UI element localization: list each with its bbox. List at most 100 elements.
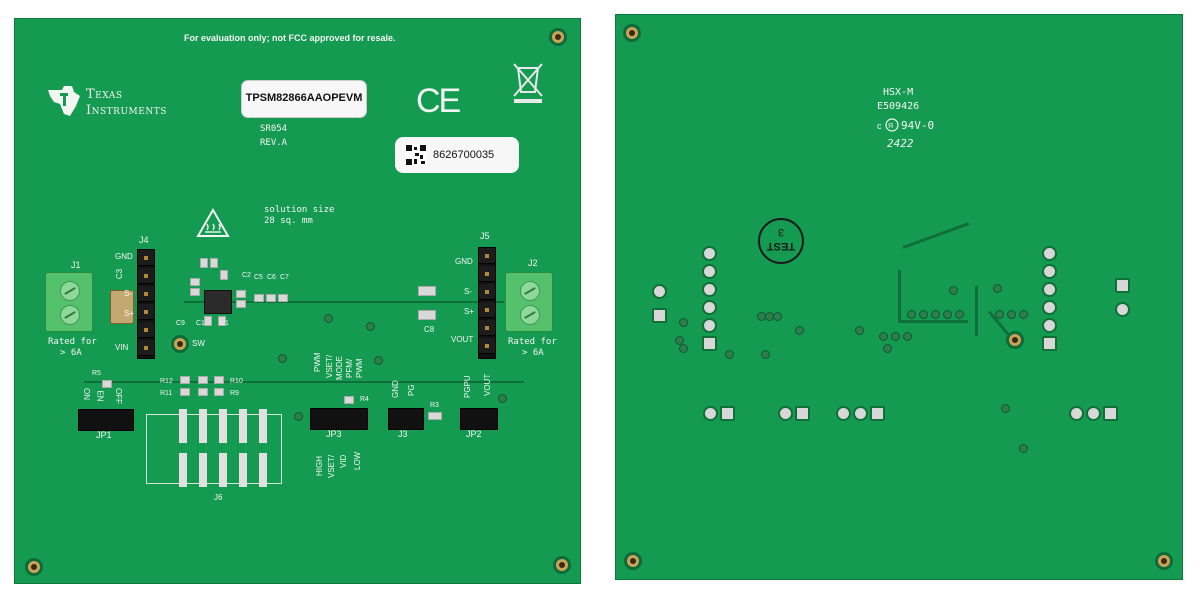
j4-pin-header[interactable] xyxy=(137,249,155,359)
c2-label: C2 xyxy=(242,272,251,279)
through-hole-pad xyxy=(853,406,868,421)
j4-pin-vin: VIN xyxy=(115,343,129,352)
via xyxy=(931,310,940,319)
via xyxy=(891,332,900,341)
via xyxy=(949,286,958,295)
test-stamp-text: TEST xyxy=(766,240,796,252)
via xyxy=(725,350,734,359)
through-hole-pad xyxy=(702,246,717,261)
r3-label: R3 xyxy=(430,402,439,409)
j2-screw-terminal[interactable] xyxy=(505,272,553,332)
serial-label: 8626700035 xyxy=(395,137,519,173)
smd-component xyxy=(214,388,224,396)
through-hole-pad xyxy=(1042,300,1057,315)
c9-label: C9 xyxy=(176,320,185,327)
rating-label-right: Rated for xyxy=(508,337,557,347)
via xyxy=(773,312,782,321)
via xyxy=(879,332,888,341)
through-hole-pad xyxy=(1042,336,1057,351)
serial-number: 8626700035 xyxy=(433,149,495,161)
logo-text-instruments: Instruments xyxy=(86,103,167,118)
c2-capacitor xyxy=(236,290,246,298)
c6-label: C6 xyxy=(267,274,276,281)
ul-marking-hsx: HSX-M xyxy=(883,87,914,98)
through-hole-pad xyxy=(720,406,735,421)
c1-capacitor xyxy=(204,316,212,326)
through-hole-pad xyxy=(778,406,793,421)
revision-label: REV.A xyxy=(260,138,288,148)
jp2-vout-label: VOUT xyxy=(483,373,492,396)
screw-icon xyxy=(520,305,540,325)
mounting-hole xyxy=(28,561,40,573)
jp1-jumper[interactable] xyxy=(78,409,134,431)
j6-label: J6 xyxy=(214,493,223,502)
via xyxy=(498,394,507,403)
jp2-pgpu-label: PGPU xyxy=(463,375,472,398)
through-hole-pad xyxy=(702,282,717,297)
via xyxy=(366,322,375,331)
weee-bin-icon xyxy=(513,63,543,103)
via xyxy=(855,326,864,335)
mounting-hole xyxy=(626,27,638,39)
through-hole-pad xyxy=(1042,318,1057,333)
via xyxy=(679,318,688,327)
j5-pin-gnd: GND xyxy=(455,257,473,266)
via xyxy=(955,310,964,319)
c7-capacitor xyxy=(278,294,288,302)
c8-capacitor xyxy=(418,310,436,320)
via xyxy=(919,310,928,319)
via xyxy=(995,310,1004,319)
smd-component xyxy=(180,388,190,396)
pcb-trace xyxy=(902,222,970,249)
through-hole-pad xyxy=(652,284,667,299)
jp3-vset2-label: VSET/ xyxy=(327,454,336,478)
ul-recognized-icon: c Я xyxy=(877,118,899,132)
c3-capacitor xyxy=(110,290,134,324)
ce-mark: CE xyxy=(416,82,461,120)
j6-connector-footprint xyxy=(146,409,282,487)
hot-surface-warning-icon xyxy=(196,208,230,237)
smd-component xyxy=(180,376,190,384)
mounting-hole xyxy=(552,31,564,43)
through-hole-pad xyxy=(702,264,717,279)
r9-label: R9 xyxy=(230,390,239,397)
jp3-label: JP3 xyxy=(326,429,342,439)
smd-component xyxy=(214,376,224,384)
jp3-high-label: HIGH xyxy=(315,456,324,476)
screw-icon xyxy=(60,281,80,301)
sw-test-point[interactable] xyxy=(174,338,186,350)
j3-gnd-label: GND xyxy=(391,380,400,398)
rating-value-right: > 6A xyxy=(522,348,544,358)
through-hole-pad xyxy=(870,406,885,421)
via xyxy=(943,310,952,319)
date-code: 2422 xyxy=(887,137,914,150)
ti-logo-icon xyxy=(48,86,80,116)
c5-label: C5 xyxy=(254,274,263,281)
c3-label: C3 xyxy=(115,268,125,280)
through-hole-pad xyxy=(1042,264,1057,279)
ul-file-number: E509426 xyxy=(877,101,920,112)
through-hole-pad xyxy=(1115,278,1130,293)
smd-component xyxy=(210,258,218,268)
jp3-pwm-label: PWM xyxy=(313,352,322,372)
c7-label: C7 xyxy=(280,274,289,281)
via xyxy=(374,356,383,365)
through-hole-pad xyxy=(702,336,717,351)
via xyxy=(795,326,804,335)
j5-pin-header[interactable] xyxy=(478,247,496,359)
smd-component xyxy=(190,288,200,296)
mounting-hole xyxy=(556,559,568,571)
j1-label: J1 xyxy=(71,260,81,270)
j1-screw-terminal[interactable] xyxy=(45,272,93,332)
svg-text:Я: Я xyxy=(888,123,893,130)
j3-pin-header[interactable] xyxy=(388,408,424,430)
via xyxy=(883,344,892,353)
u1-power-module xyxy=(204,290,232,314)
jp3-low-label: LOW xyxy=(353,451,362,470)
jp3-jumper[interactable] xyxy=(310,408,368,430)
logo-text-texas: Texas xyxy=(86,87,123,102)
jp3-vid-label: VID xyxy=(339,454,348,468)
r4-label: R4 xyxy=(360,396,369,403)
jp2-jumper[interactable] xyxy=(460,408,498,430)
pcb-trace xyxy=(898,270,901,322)
